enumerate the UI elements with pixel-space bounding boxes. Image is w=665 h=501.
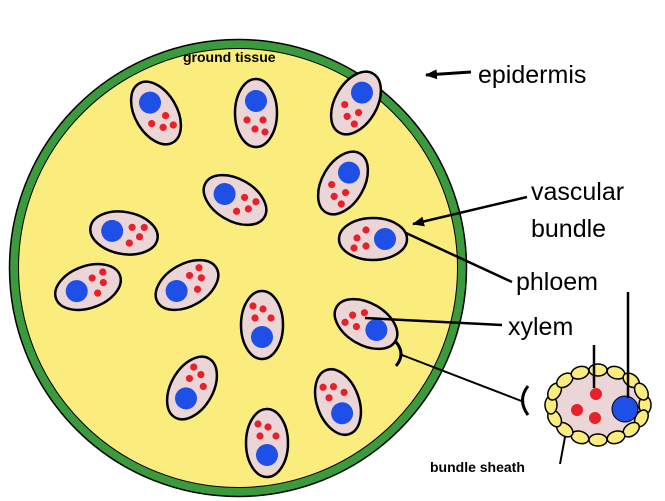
bundle-sheath-label: bundle sheath bbox=[430, 459, 525, 475]
phloem-cell bbox=[353, 234, 360, 241]
epidermis-label: epidermis bbox=[478, 61, 586, 89]
vascular-label: vascular bbox=[531, 178, 624, 206]
xylem-vessel bbox=[374, 228, 396, 250]
phloem-cell bbox=[264, 423, 271, 430]
phloem-cell bbox=[251, 314, 258, 321]
phloem-label: phloem bbox=[516, 268, 598, 296]
phloem-cell bbox=[251, 125, 258, 132]
sheath-phloem-cell bbox=[590, 388, 602, 400]
bundle-body bbox=[241, 291, 283, 359]
vascular-bundle bbox=[241, 291, 283, 359]
phloem-cell bbox=[272, 432, 279, 439]
sheath-phloem-cell bbox=[571, 404, 583, 416]
phloem-cell bbox=[249, 302, 256, 309]
sheath-xylem-vessel bbox=[612, 396, 638, 422]
xylem-label: xylem bbox=[508, 313, 573, 341]
sheath-bracket bbox=[523, 386, 529, 415]
bundle-sheath-detail bbox=[523, 364, 652, 446]
bundle-body bbox=[235, 79, 277, 147]
phloem-cell bbox=[243, 116, 250, 123]
phloem-cell bbox=[254, 420, 261, 427]
bundle-sheath-pointer bbox=[560, 437, 565, 464]
ground-tissue-label: ground tissue bbox=[183, 49, 276, 65]
sheath-phloem-cell bbox=[589, 412, 601, 424]
phloem-cell bbox=[256, 432, 263, 439]
phloem-cell bbox=[259, 305, 266, 312]
phloem-cell bbox=[267, 314, 274, 321]
phloem-cell bbox=[362, 226, 369, 233]
bundle-body bbox=[339, 218, 407, 260]
phloem-cell bbox=[259, 116, 266, 123]
bundle-body bbox=[246, 409, 288, 477]
xylem-vessel bbox=[245, 90, 267, 112]
epidermis-arrow bbox=[426, 72, 471, 75]
phloem-cell bbox=[261, 128, 268, 135]
sheath-cell bbox=[589, 364, 607, 376]
vascular-bundle bbox=[235, 79, 277, 147]
xylem-vessel bbox=[251, 326, 273, 348]
xylem-vessel bbox=[256, 444, 278, 466]
phloem-cell bbox=[350, 244, 357, 251]
bundle-label: bundle bbox=[531, 215, 606, 243]
phloem-cell bbox=[362, 242, 369, 249]
vascular-bundle bbox=[246, 409, 288, 477]
sheath-cell bbox=[589, 434, 607, 446]
vascular-bundle bbox=[339, 218, 407, 260]
